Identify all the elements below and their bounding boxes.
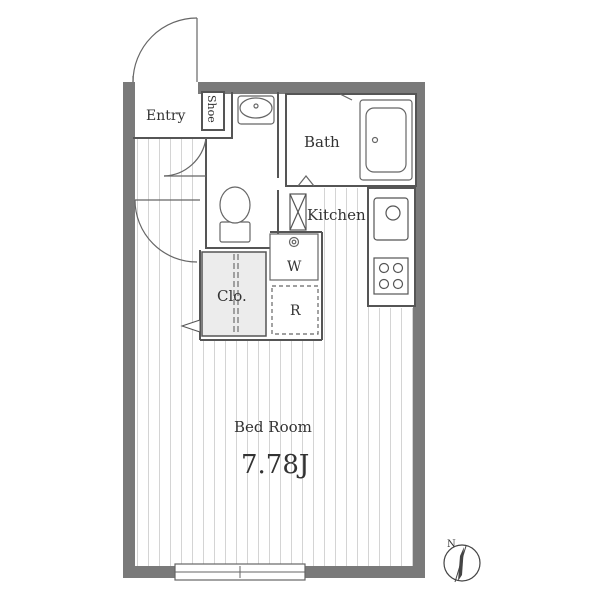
north-label: N [447,539,456,550]
kitchen-divider [289,193,307,231]
floor-hatching [133,92,418,568]
entry-label: Entry [146,108,186,124]
fridge-label: R [290,303,301,319]
bath-door [297,93,353,187]
bath-fixtures [237,95,413,181]
kitchen-fixtures [373,197,409,295]
kitchen-label: Kitchen [307,206,366,224]
bath-label: Bath [304,133,340,151]
closet-label: Clo. [217,287,247,305]
closet-door-swing [134,199,200,263]
closet [180,251,267,337]
washer-space [269,233,319,281]
bedroom-size: 7.78J [241,450,309,480]
bedroom-label: Bed Room [234,418,312,436]
north-compass-icon: N [443,539,481,583]
shoe-label: Shoe [205,95,218,123]
fridge-space [271,285,319,335]
bottom-window [174,563,306,581]
entry-door [132,17,198,83]
washer-label: W [287,259,302,275]
toilet [219,186,251,243]
toilet-door [163,137,207,177]
